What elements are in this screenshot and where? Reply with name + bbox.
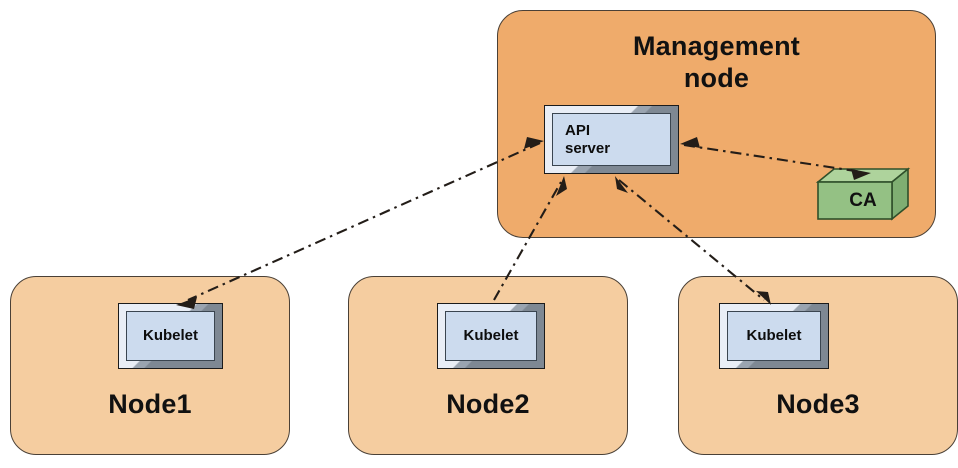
api-server-inner: API server: [552, 113, 671, 166]
kubelet-node2-label: Kubelet: [463, 327, 519, 344]
ca-label: CA: [849, 190, 877, 211]
node3-title: Node3: [776, 389, 860, 419]
ca-box[interactable]: CA: [815, 166, 911, 222]
kubelet-node1-label: Kubelet: [142, 327, 198, 344]
management-node-title: Management node: [632, 31, 801, 93]
kubelet-node2-box[interactable]: Kubelet: [437, 303, 545, 369]
kubelet-node1-inner: Kubelet: [126, 311, 215, 361]
kubelet-node2-inner: Kubelet: [445, 311, 537, 361]
kubelet-node3-box[interactable]: Kubelet: [719, 303, 829, 369]
node1-title: Node1: [108, 389, 192, 419]
api-server-box[interactable]: API server: [544, 105, 679, 174]
api-server-label: API server: [565, 121, 611, 157]
kubelet-node3-label: Kubelet: [746, 327, 802, 344]
kubelet-node3-inner: Kubelet: [727, 311, 821, 361]
node2-title: Node2: [446, 389, 530, 419]
kubelet-node1-box[interactable]: Kubelet: [118, 303, 223, 369]
ca-cuboid-shape: [815, 167, 911, 221]
